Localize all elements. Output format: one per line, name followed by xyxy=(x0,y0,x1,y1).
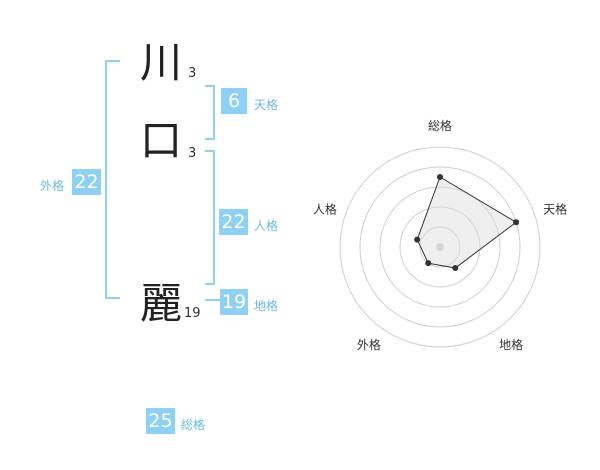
gaikaku-value: 22 xyxy=(72,169,101,195)
jinkaku-label: 人格 xyxy=(254,219,279,233)
tenkaku-value: 6 xyxy=(221,88,247,114)
radar-point-4 xyxy=(425,260,432,267)
radar-point-1 xyxy=(437,174,443,180)
tenkaku-label: 天格 xyxy=(254,98,279,112)
name-char-2: 口 xyxy=(140,116,183,165)
outer-bracket-bottom xyxy=(105,297,120,299)
gaikaku-label: 外格 xyxy=(40,179,65,193)
jinkaku-bracket-top xyxy=(205,150,215,152)
radar-axis-label-4: 外格 xyxy=(357,337,381,352)
tenkaku-bracket-bottom xyxy=(205,138,215,140)
radar-ring-5 xyxy=(339,146,541,348)
soukaku-value: 25 xyxy=(146,408,175,434)
name-char-3-strokes: 19 xyxy=(184,306,201,321)
jinkaku-bracket-vertical xyxy=(213,150,215,285)
chikaku-value: 19 xyxy=(220,289,248,315)
outer-bracket-top xyxy=(105,60,120,62)
radar-center-dot xyxy=(436,243,444,251)
radar-point-3 xyxy=(452,265,459,272)
name-char-3: 麗 xyxy=(140,279,183,328)
tenkaku-bracket-vertical xyxy=(213,85,215,140)
radar-axis-label-3: 地格 xyxy=(499,337,523,352)
tenkaku-bracket-top xyxy=(205,85,215,87)
chikaku-label: 地格 xyxy=(254,299,279,313)
radar-ring-2 xyxy=(399,206,481,288)
radar-ring-3 xyxy=(379,186,501,308)
name-char-2-strokes: 3 xyxy=(188,146,197,161)
radar-ring-1 xyxy=(419,226,461,268)
outer-bracket-vertical xyxy=(105,60,107,299)
radar-axis-label-5: 人格 xyxy=(313,202,337,217)
radar-point-2 xyxy=(513,219,520,226)
radar-polygon xyxy=(416,176,517,269)
jinkaku-value: 22 xyxy=(219,209,248,235)
name-char-1-strokes: 3 xyxy=(188,66,197,81)
chikaku-connector xyxy=(205,299,220,301)
radar-axis-label-2: 天格 xyxy=(543,202,567,217)
soukaku-label: 総格 xyxy=(181,418,206,432)
radar-point-5 xyxy=(414,236,421,243)
name-char-1: 川 xyxy=(140,38,183,87)
jinkaku-bracket-bottom xyxy=(205,283,215,285)
radar-axis-label-1: 総格 xyxy=(428,118,452,133)
radar-ring-4 xyxy=(359,166,521,328)
